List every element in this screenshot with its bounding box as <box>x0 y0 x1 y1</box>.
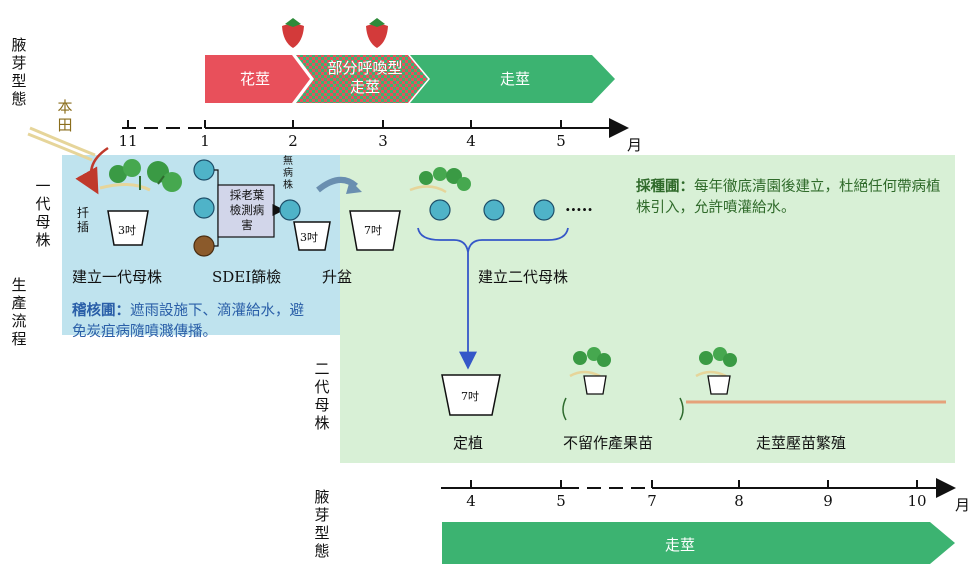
second-gen-label: 二代母株 <box>314 360 330 432</box>
top-axis-ticks <box>127 120 562 128</box>
strawberry-icon <box>366 18 388 48</box>
pot-small <box>707 375 731 395</box>
diseased-sample-circle <box>193 235 215 257</box>
runner-stage-arrow <box>410 55 615 103</box>
upgrade-pot-label: 升盆 <box>322 268 353 286</box>
cutting-label: 扦插 <box>76 206 89 234</box>
bottom-month-unit: 月 <box>955 496 971 514</box>
strawberry-plant-icon <box>569 347 611 378</box>
top-tick-label: 2 <box>288 132 298 150</box>
pot-small <box>583 375 607 395</box>
bottom-runner-stage-label: 走莖 <box>664 536 695 554</box>
main-field-stems <box>29 126 96 157</box>
top-tick-label: 1 <box>200 132 210 150</box>
second-gen-circle <box>429 199 451 221</box>
audit-field-note: 稽核圃：遮雨設施下、滴灌給水，避免炭疽病隨噴濺傳播。 <box>72 300 312 343</box>
bottom-tick-label: 4 <box>466 492 476 510</box>
bottom-tick-label: 10 <box>907 492 927 510</box>
range-bracket-left <box>562 397 567 421</box>
production-label: 生產流程 <box>11 276 27 348</box>
no-disease-label: 無病株 <box>283 156 293 191</box>
second-gen-circle <box>533 199 555 221</box>
seed-field-title: 採種圃： <box>636 178 694 195</box>
bottom-tick-label: 5 <box>556 492 566 510</box>
pot-3inch-upgrade <box>293 221 331 251</box>
pot-3inch-label: 3吋 <box>118 224 136 237</box>
top-tick-label: 5 <box>556 132 566 150</box>
pot-7inch-label: 7吋 <box>364 224 382 237</box>
bottom-tick-label: 9 <box>823 492 833 510</box>
top-tick-label: 3 <box>378 132 388 150</box>
test-box <box>217 184 275 238</box>
pot-3inch <box>107 210 149 246</box>
strawberry-plant-icon <box>99 159 182 192</box>
second-gen-circle <box>483 199 505 221</box>
bud-form-label: 腋芽型態 <box>11 36 27 108</box>
first-gen-label: 一代母株 <box>35 177 51 249</box>
audit-field-body: 遮雨設施下、滴灌給水，避免炭疽病隨噴濺傳播。 <box>72 303 304 340</box>
strawberry-icon <box>282 18 304 48</box>
test-box-label: 採老葉檢測病害 <box>229 188 265 232</box>
plant-sample-circle <box>193 197 215 219</box>
runner-propagation-label: 走莖壓苗繁殖 <box>756 434 847 452</box>
top-tick-label: 11 <box>118 132 138 150</box>
no-fruit-label: 不留作產果苗 <box>563 434 654 452</box>
healthy-plant-circle <box>279 199 301 221</box>
bottom-runner-stage-arrow <box>442 522 955 564</box>
build-first-gen-label: 建立一代母株 <box>72 268 163 286</box>
partial-runner-stage-arrow <box>296 55 428 103</box>
flower-stage-label: 花莖 <box>239 70 270 88</box>
top-month-unit: 月 <box>627 136 643 154</box>
bottom-axis-ticks <box>470 480 918 488</box>
strawberry-plant-icon <box>695 347 737 378</box>
transfer-arrow <box>346 180 362 194</box>
pot-3inch-upgrade-label: 3吋 <box>300 231 318 244</box>
pot-7inch <box>349 210 401 251</box>
seed-field-body: 每年徹底清園後建立，杜絕任何帶病植株引入，允許噴灌給水。 <box>636 179 941 216</box>
bud-form-bottom-label: 腋芽型態 <box>314 488 330 560</box>
pot-7inch-planting <box>441 374 501 416</box>
strawberry-plant-icon <box>409 167 471 194</box>
audit-field-title: 稽核圃： <box>72 302 130 319</box>
build-second-gen-label: 建立二代母株 <box>478 268 569 286</box>
planting-label: 定植 <box>453 434 484 452</box>
sdei-label: SDEI篩檢 <box>212 268 282 286</box>
seed-field-note: 採種圃：每年徹底清園後建立，杜絕任何帶病植株引入，允許噴灌給水。 <box>636 176 942 219</box>
flower-stage-arrow <box>205 55 310 103</box>
runner-stage-label: 走莖 <box>499 70 530 88</box>
range-bracket-right <box>679 397 684 421</box>
main-field-stems <box>27 132 93 162</box>
bottom-tick-label: 8 <box>734 492 744 510</box>
pot-7inch-planting-label: 7吋 <box>461 390 479 403</box>
dots-label: ..... <box>565 196 593 215</box>
main-field-label: 本田 <box>57 98 73 134</box>
bottom-tick-label: 7 <box>647 492 657 510</box>
cutting-arrow <box>75 146 109 195</box>
top-tick-label: 4 <box>466 132 476 150</box>
partial-runner-stage-label: 部分呼喚型走莖 <box>327 59 403 96</box>
plant-sample-circle <box>193 159 215 181</box>
